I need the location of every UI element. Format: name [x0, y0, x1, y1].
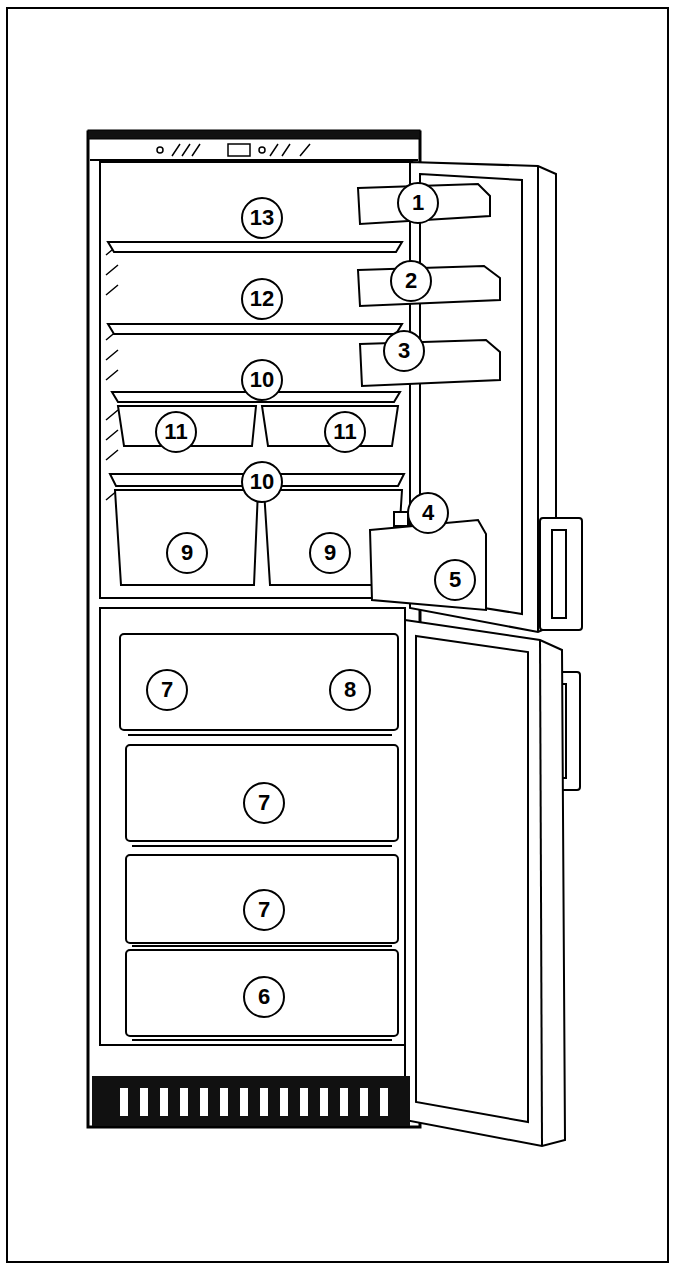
freezer-compartment-part	[128, 734, 392, 736]
base-grille-part-part	[280, 1088, 288, 1116]
freezer-compartment-part	[126, 950, 398, 1036]
callout-number: 6	[258, 986, 270, 1008]
callout-circle: 12	[241, 278, 283, 320]
callout-circle: 5	[434, 559, 476, 601]
base-grille	[92, 1076, 410, 1126]
base-grille-part-part	[340, 1088, 348, 1116]
cabinet-part	[157, 147, 163, 153]
freezer-compartment-part	[100, 608, 405, 1045]
callout-circle: 11	[324, 411, 366, 453]
callout-number: 11	[333, 421, 356, 443]
page-frame	[7, 8, 668, 1262]
callout-circle: 13	[241, 197, 283, 239]
cabinet-part	[90, 159, 418, 161]
freezer-door-part	[416, 636, 528, 1122]
freezer-door-part	[405, 620, 565, 1146]
callout-number: 13	[250, 207, 274, 229]
freezer-compartment-part	[126, 855, 398, 943]
base-grille-part-part	[160, 1088, 168, 1116]
fridge-door-part	[537, 166, 539, 632]
base-grille-part-part	[320, 1088, 328, 1116]
callout-circle: 8	[329, 669, 371, 711]
cabinet-part	[259, 147, 265, 153]
callout-circle: 6	[243, 976, 285, 1018]
base-grille-part-part	[220, 1088, 228, 1116]
callout-circle: 9	[166, 532, 208, 574]
egg-trays-part	[118, 406, 256, 446]
crisper-drawers-part	[115, 490, 258, 585]
crisper-drawers	[115, 490, 402, 585]
base-grille-part-part	[200, 1088, 208, 1116]
door-racks	[358, 184, 500, 610]
door-racks-part	[394, 512, 408, 526]
callout-circle: 3	[383, 330, 425, 372]
callout-circle: 7	[243, 782, 285, 824]
base-grille-part-part	[300, 1088, 308, 1116]
callout-circle: 10	[241, 359, 283, 401]
base-grille-part-part	[140, 1088, 148, 1116]
callout-circle: 1	[397, 182, 439, 224]
fridge-compartment-part	[106, 245, 118, 500]
door-racks-part	[360, 340, 500, 386]
callout-circle: 2	[390, 260, 432, 302]
freezer-door-part	[540, 640, 542, 1146]
callout-number: 3	[398, 340, 410, 362]
freezer-compartment-part	[126, 745, 398, 841]
callout-circle: 4	[407, 492, 449, 534]
callout-number: 7	[258, 792, 270, 814]
freezer-door	[405, 620, 565, 1146]
door-handles-part	[552, 530, 566, 618]
door-handles-part	[540, 518, 582, 630]
callout-circle: 11	[155, 411, 197, 453]
freezer-compartment-part	[120, 634, 398, 730]
callout-number: 7	[161, 679, 173, 701]
callout-circle: 10	[241, 461, 283, 503]
freezer-compartment-part	[132, 945, 392, 947]
freezer-compartment-part	[132, 845, 392, 847]
callout-number: 9	[324, 542, 336, 564]
base-grille-part-part	[380, 1088, 388, 1116]
base-grille-part	[120, 1088, 388, 1116]
callout-circle: 7	[146, 669, 188, 711]
base-grille-part	[92, 1076, 410, 1126]
callout-number: 10	[250, 471, 274, 493]
freezer-compartment-part	[132, 1039, 392, 1041]
base-grille-part-part	[360, 1088, 368, 1116]
callout-number: 2	[405, 270, 417, 292]
callout-number: 1	[412, 192, 424, 214]
callout-number: 8	[344, 679, 356, 701]
cabinet-part	[88, 130, 420, 139]
cabinet-part	[172, 144, 310, 156]
base-grille-part-part	[260, 1088, 268, 1116]
callout-number: 4	[422, 502, 434, 524]
base-grille-part-part	[240, 1088, 248, 1116]
freezer-compartment	[100, 608, 405, 1045]
base-grille-part-part	[180, 1088, 188, 1116]
callout-number: 11	[164, 421, 187, 443]
cabinet-part	[228, 144, 250, 156]
callout-number: 12	[250, 288, 274, 310]
callout-number: 7	[258, 899, 270, 921]
shelves-part	[108, 242, 402, 252]
base-grille-part-part	[120, 1088, 128, 1116]
callout-number: 9	[181, 542, 193, 564]
page-frame-part	[7, 8, 668, 1262]
callout-circle: 7	[243, 889, 285, 931]
shelves-part	[108, 324, 402, 334]
callout-number: 10	[250, 369, 274, 391]
callout-number: 5	[449, 569, 461, 591]
callout-circle: 9	[309, 532, 351, 574]
